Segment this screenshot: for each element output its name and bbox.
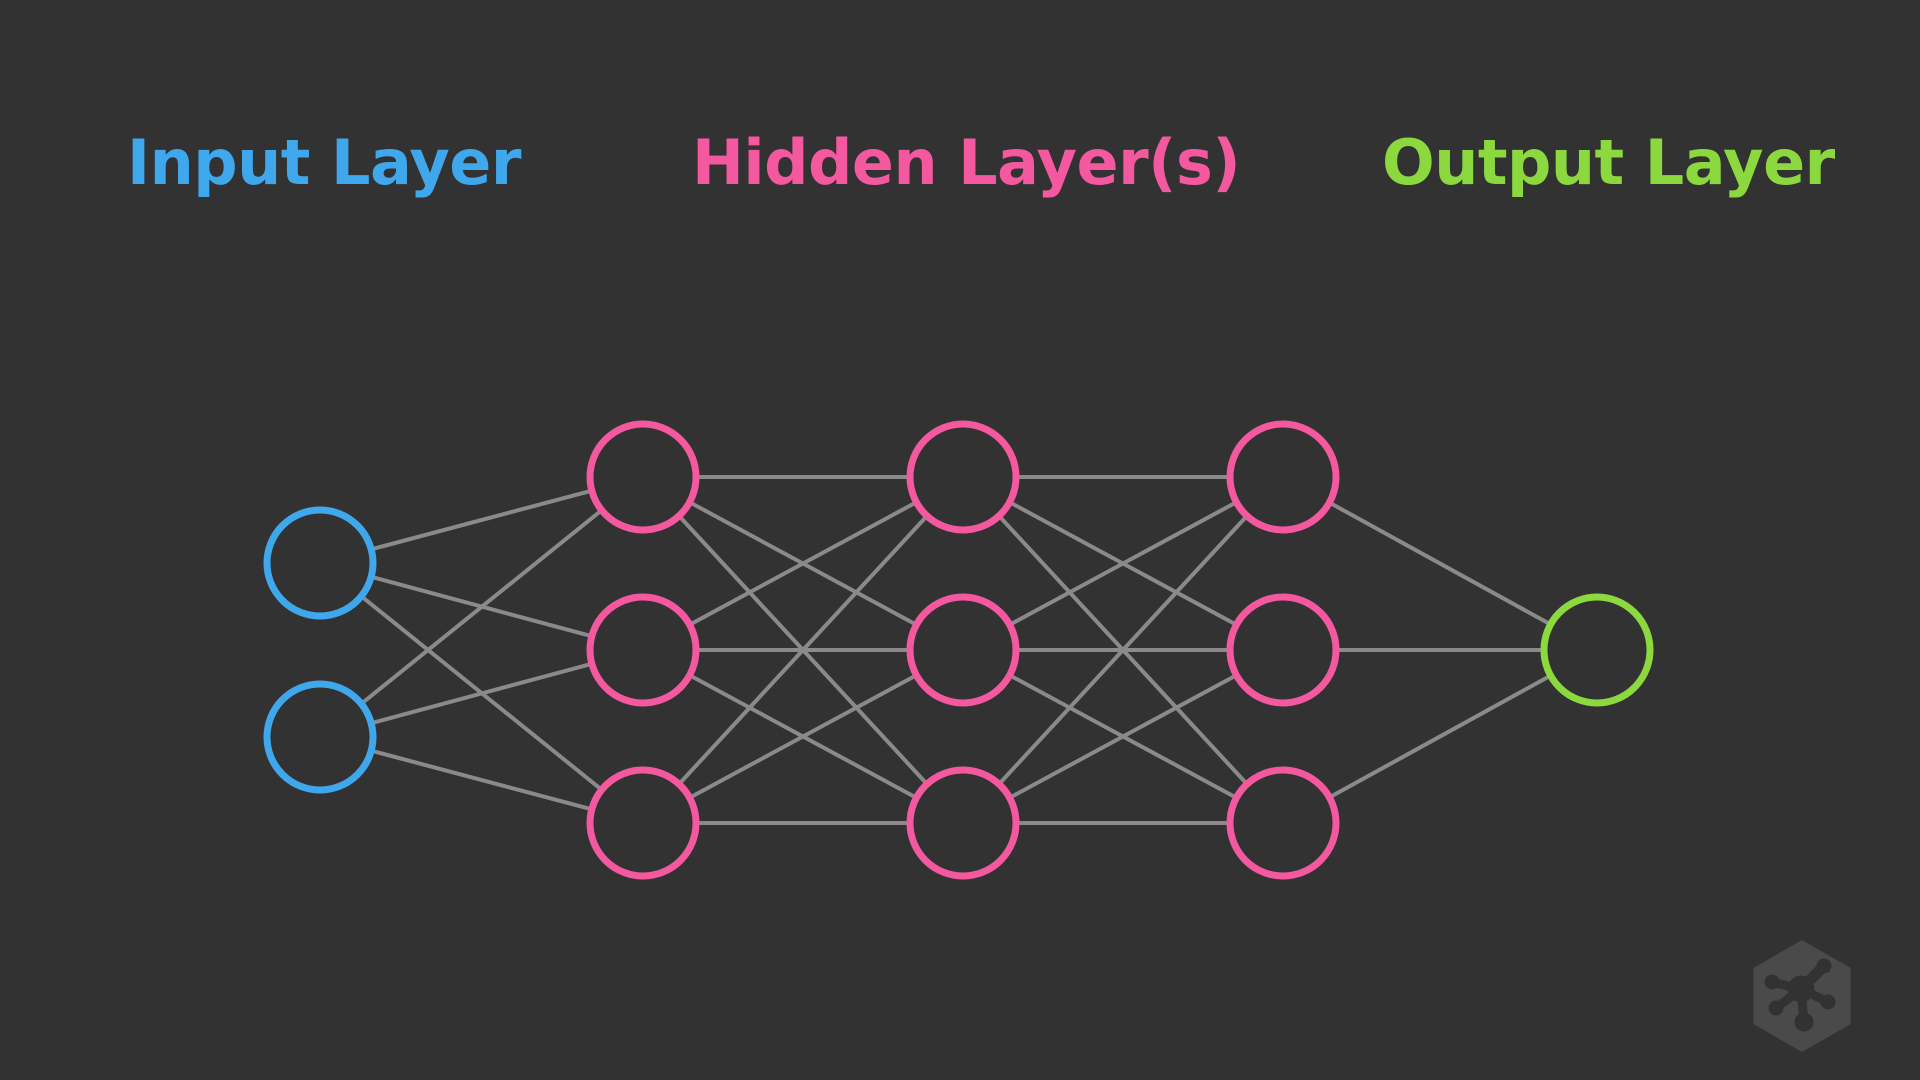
layer-label-output: Output Layer [1382,126,1835,199]
layer-label-input: Input Layer [127,126,521,199]
edge-l0n0-to-l1n0 [369,488,594,552]
edge-l0n1-to-l1n0 [359,508,604,706]
node-hidden-l2-n1[interactable] [906,593,1020,707]
node-hidden-l3-n1[interactable] [1226,593,1340,707]
edge-l1n2-to-l2n0 [676,513,930,787]
layer-label-hidden: Hidden Layer(s) [692,126,1241,199]
node-hidden-l3-n0[interactable] [1226,420,1340,534]
edge-l1n2-to-l2n1 [687,673,919,800]
watermark-logo [1753,940,1851,1052]
edge-l0n1-to-l1n2 [369,748,594,812]
edge-l1n1-to-l2n0 [687,500,919,627]
edge-l2n1-to-l3n0 [1007,500,1239,627]
node-hidden-l1-n1[interactable] [586,593,700,707]
nodes-group [263,420,1654,880]
edge-l3n0-to-l4n0 [1327,500,1553,627]
edge-l2n2-to-l3n1 [1007,673,1239,800]
edge-l0n1-to-l1n1 [369,661,594,726]
watermark-neuron-glyph [1764,958,1836,1032]
node-hidden-l1-n0[interactable] [586,420,700,534]
node-hidden-l2-n2[interactable] [906,766,1020,880]
edge-l3n2-to-l4n0 [1327,673,1553,800]
edge-l2n2-to-l3n0 [996,513,1250,787]
node-hidden-l1-n2[interactable] [586,766,700,880]
node-hidden-l2-n0[interactable] [906,420,1020,534]
edges-group [359,475,1553,825]
node-input-l0-n0[interactable] [263,506,377,620]
node-hidden-l3-n2[interactable] [1226,766,1340,880]
node-input-l0-n1[interactable] [263,680,377,794]
node-output-l4-n0[interactable] [1540,593,1654,707]
